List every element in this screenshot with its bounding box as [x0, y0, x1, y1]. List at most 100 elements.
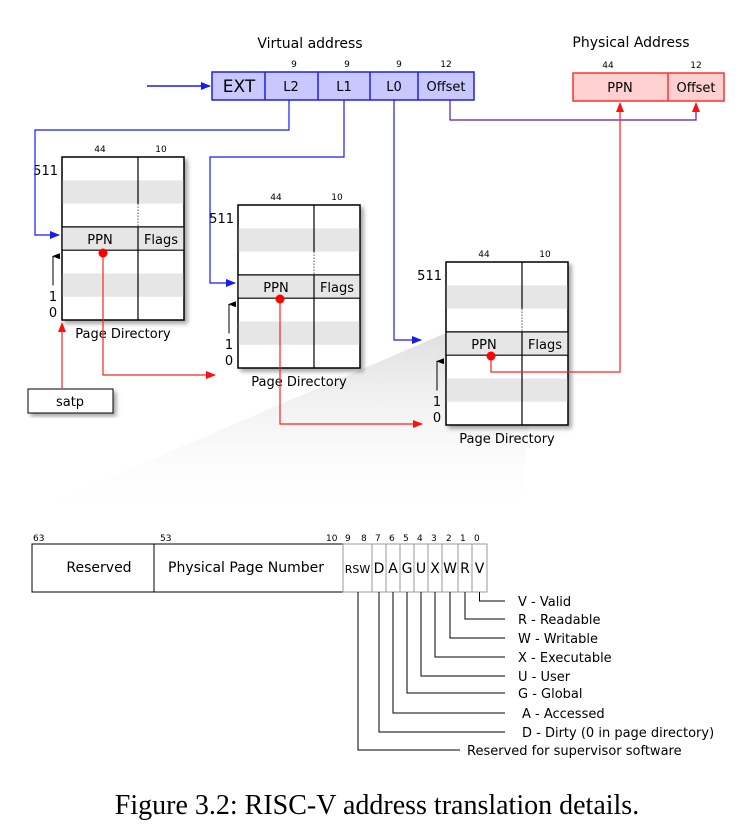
pte-flag-label: V: [475, 561, 485, 577]
dir2-ppn-to-dir3-arrow: [279, 299, 423, 428]
dir3-ppn-to-pa-arrow: [490, 102, 624, 373]
zoom-wedge: [35, 333, 541, 510]
dir2-ppn-dot: [275, 294, 285, 304]
va-bits-l2: 9: [291, 60, 297, 70]
bit-label-5: 5: [403, 534, 409, 544]
pd-ppn-cell: PPN: [471, 338, 496, 353]
pte-flag-label: A: [388, 561, 398, 577]
pd-row-511-label: 511: [33, 164, 58, 179]
pte-bit-labels: 63 53 10 9 8 7 6 5 4 3 2 1 0: [33, 534, 480, 544]
pd-bits-ppn: 44: [270, 193, 282, 203]
bit-label-4: 4: [417, 534, 423, 544]
va-field-l1: L1: [336, 80, 352, 95]
va-bits-offset: 12: [440, 60, 451, 70]
figure-caption: Figure 3.2: RISC-V address translation d…: [114, 790, 640, 821]
bit-label-2: 2: [446, 534, 452, 544]
legend-item: Reserved for supervisor software: [467, 744, 682, 759]
legend-leader-line: [406, 592, 505, 694]
pte-flag-label: G: [402, 561, 413, 577]
legend-leader-line: [392, 592, 505, 714]
legend-item: V - Valid: [518, 595, 571, 610]
pd-title: Page Directory: [459, 432, 555, 447]
legend-item: D - Dirty (0 in page directory): [522, 726, 714, 741]
pd-row-511-label: 511: [417, 269, 442, 284]
satp-register: satp: [27, 388, 114, 414]
legend-leader-line: [357, 592, 460, 751]
pd-title: Page Directory: [251, 375, 347, 390]
satp-label: satp: [56, 395, 84, 410]
legend-item: R - Readable: [518, 613, 600, 628]
legend-leader-line: [464, 592, 505, 620]
legend-leader-line: [378, 592, 505, 733]
va-bits-l0: 9: [396, 60, 402, 70]
bit-label-63: 63: [33, 534, 44, 544]
l0-to-dir3-arrow: [393, 100, 422, 344]
pte-flag-label: U: [416, 561, 426, 577]
pd-title: Page Directory: [75, 327, 171, 342]
l1-to-dir2-arrow: [209, 100, 345, 287]
dir1-ppn-dot: [98, 248, 108, 258]
bit-label-3: 3: [431, 534, 437, 544]
pd-row-511-label: 511: [209, 212, 234, 227]
pd-flags-cell: Flags: [528, 338, 562, 353]
pd-ppn-cell: PPN: [263, 281, 288, 296]
l2-to-dir1-arrow: [34, 100, 290, 239]
pd-flags-cell: Flags: [320, 281, 354, 296]
bit-label-0: 0: [474, 534, 480, 544]
bit-label-7: 7: [375, 534, 381, 544]
pd-ppn-cell: PPN: [87, 233, 112, 248]
pte-reserved-field: Reserved: [66, 560, 131, 576]
bit-label-9: 9: [345, 534, 351, 544]
pd-bits-flags: 10: [331, 193, 343, 203]
pd-bits-ppn: 44: [478, 250, 490, 260]
bit-label-1: 1: [460, 534, 466, 544]
pa-bits-offset: 12: [690, 61, 701, 71]
legend-leader-line: [434, 592, 505, 658]
pd-row-0-label: 0: [225, 354, 233, 369]
legend-item: A - Accessed: [522, 707, 605, 722]
bit-label-6: 6: [389, 534, 395, 544]
pte-flag-label: RSW: [345, 563, 371, 576]
dir3-ppn-dot: [486, 351, 496, 361]
va-bits-l1: 9: [344, 60, 350, 70]
pa-bits-ppn: 44: [602, 61, 614, 71]
pd-bits-flags: 10: [155, 145, 167, 155]
dir1-ppn-to-dir2-arrow: [102, 253, 216, 379]
legend-leader-line: [479, 592, 505, 602]
legend-item: W - Writable: [518, 632, 598, 647]
legend-item: X - Executable: [518, 651, 612, 666]
va-field-offset: Offset: [426, 80, 465, 95]
pd-row-1-label: 1: [433, 395, 441, 410]
legend-item: U - User: [518, 670, 571, 685]
pte-flag-cell-rsw: [342, 543, 373, 593]
pd-row-1-label: 1: [49, 290, 57, 305]
pd-bits-ppn: 44: [94, 145, 106, 155]
offset-to-pa-arrow: [449, 100, 700, 121]
virtual-address-bar: EXT L2 L1 L0 Offset 9 9 9 12: [211, 60, 475, 101]
virtual-address-title: Virtual address: [257, 36, 362, 52]
va-field-ext: EXT: [223, 77, 256, 97]
pte-flag-label: R: [460, 561, 470, 577]
pte-flag-label: D: [374, 561, 385, 577]
pd-row-0-label: 0: [49, 306, 57, 321]
pd-bits-flags: 10: [539, 250, 551, 260]
pte-ppn-field: Physical Page Number: [168, 560, 324, 576]
va-field-l2: L2: [283, 80, 299, 95]
pa-field-offset: Offset: [676, 81, 715, 96]
pte-flag-label: X: [430, 561, 440, 577]
physical-address-bar: PPN Offset 44 12: [572, 61, 725, 102]
physical-address-title: Physical Address: [572, 35, 689, 51]
legend-leader-line: [420, 592, 505, 677]
bit-label-8: 8: [361, 534, 367, 544]
legend-item: G - Global: [518, 687, 583, 702]
pte-flag-label: W: [443, 561, 457, 577]
va-field-l0: L0: [386, 80, 402, 95]
bit-label-10: 10: [326, 534, 338, 544]
pd-row-1-label: 1: [225, 338, 233, 353]
legend-leader-line: [449, 592, 505, 639]
